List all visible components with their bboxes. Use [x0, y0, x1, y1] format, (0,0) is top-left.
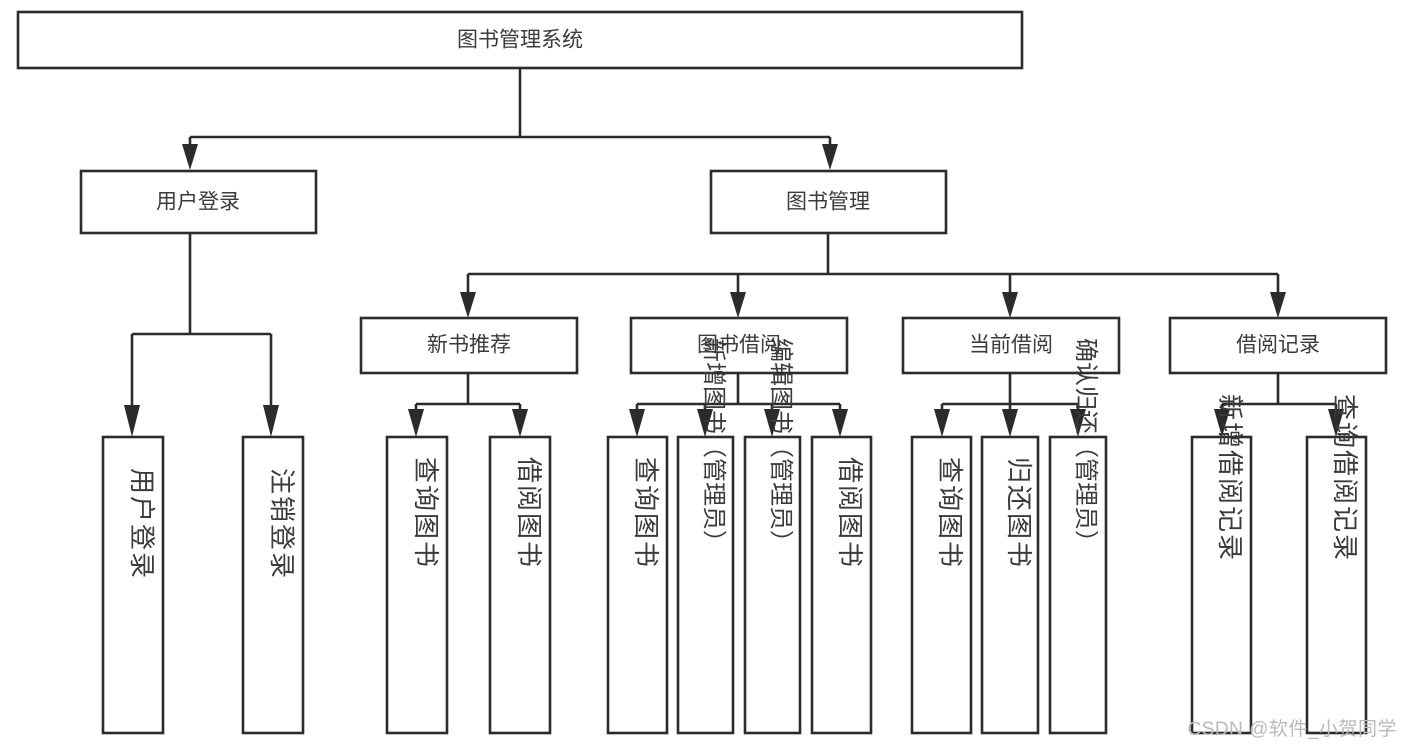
node-leaf-7[interactable]: 编辑图书（管理员） — [743, 338, 802, 735]
node-borrow-record-box[interactable] — [1168, 316, 1388, 375]
node-leaf-11-label: 确认归还（管理员） — [1072, 338, 1099, 554]
node-leaf-4-box[interactable] — [488, 435, 552, 735]
node-borrow-record-label: 借阅记录 — [1236, 334, 1320, 357]
node-user-login-label: 用户登录 — [156, 191, 240, 214]
node-new-book-rec[interactable]: 新书推荐 — [359, 316, 579, 375]
node-new-book-rec-box[interactable] — [359, 316, 579, 375]
arrow-head-leaf-11 — [1070, 409, 1086, 437]
node-book-manage-label: 图书管理 — [786, 191, 870, 214]
node-current-borrow-label: 当前借阅 — [969, 334, 1053, 357]
node-leaf-6-box[interactable] — [676, 435, 735, 735]
node-leaf-4-label: 借阅图书 — [514, 457, 544, 569]
node-leaf-12-label: 新增借阅记录 — [1215, 394, 1245, 562]
node-leaf-5[interactable]: 查询图书 — [606, 435, 669, 735]
node-leaf-1[interactable]: 用户登录 — [101, 435, 165, 735]
node-book-manage-box[interactable] — [709, 169, 948, 235]
arrow-head-leaf-5 — [629, 409, 645, 437]
arrow-head-leaf-7 — [764, 409, 780, 437]
node-leaf-2-box[interactable] — [241, 435, 305, 735]
node-book-manage[interactable]: 图书管理 — [709, 169, 948, 235]
arrow-head-leaf-6 — [697, 409, 713, 437]
node-leaf-9-box[interactable] — [910, 435, 973, 735]
node-leaf-7-box[interactable] — [743, 435, 802, 735]
arrow-head-borrow-record — [1270, 292, 1286, 318]
node-root-box[interactable] — [16, 10, 1024, 70]
node-current-borrow[interactable]: 当前借阅 — [901, 316, 1121, 375]
arrow-head-leaf-3 — [408, 409, 424, 437]
node-leaf-10-label: 归还图书 — [1004, 457, 1034, 569]
edge-group — [124, 69, 1344, 437]
node-leaf-5-box[interactable] — [606, 435, 669, 735]
arrow-head-leaf-2 — [263, 405, 279, 437]
arrow-head-leaf-8 — [832, 409, 848, 437]
node-leaf-5-label: 查询图书 — [631, 457, 661, 569]
node-leaf-12-box[interactable] — [1190, 435, 1253, 735]
node-user-login[interactable]: 用户登录 — [79, 169, 318, 235]
node-user-login-box[interactable] — [79, 169, 318, 235]
arrow-head-leaf-1 — [124, 405, 140, 437]
node-leaf-13-label: 查询借阅记录 — [1330, 394, 1360, 562]
arrow-head-current-borrow — [1002, 292, 1018, 318]
arrow-head-book-manage — [822, 144, 838, 170]
node-leaf-10-box[interactable] — [980, 435, 1040, 735]
node-book-borrow[interactable]: 图书借阅 — [629, 316, 849, 375]
node-leaf-9-label: 查询图书 — [935, 457, 965, 569]
arrow-head-leaf-10 — [1002, 409, 1018, 437]
arrow-head-leaf-13 — [1328, 409, 1344, 437]
node-leaf-9[interactable]: 查询图书 — [910, 435, 973, 735]
node-leaf-13[interactable]: 查询借阅记录 — [1305, 394, 1368, 735]
node-leaf-11[interactable]: 确认归还（管理员） — [1048, 338, 1108, 735]
node-book-borrow-label: 图书借阅 — [697, 334, 781, 357]
node-leaf-8[interactable]: 借阅图书 — [810, 435, 873, 735]
node-leaf-3-label: 查询图书 — [411, 457, 441, 569]
node-leaf-2-label: 注销登录 — [267, 468, 297, 580]
arrow-head-user-login — [182, 144, 198, 170]
node-leaf-6-label: 新增图书（管理员） — [700, 338, 727, 554]
node-leaf-1-label: 用户登录 — [127, 468, 157, 580]
node-root-label: 图书管理系统 — [457, 29, 583, 52]
node-leaf-13-box[interactable] — [1305, 435, 1368, 735]
node-book-borrow-box[interactable] — [629, 316, 849, 375]
arrow-head-new-book-rec — [460, 292, 476, 318]
node-leaf-8-box[interactable] — [810, 435, 873, 735]
node-leaf-1-box[interactable] — [101, 435, 165, 735]
arrow-head-book-borrow — [730, 292, 746, 318]
node-new-book-rec-label: 新书推荐 — [427, 334, 511, 357]
node-leaf-3[interactable]: 查询图书 — [385, 435, 449, 735]
node-leaf-8-label: 借阅图书 — [835, 457, 865, 569]
node-leaf-12[interactable]: 新增借阅记录 — [1190, 394, 1253, 735]
node-leaf-6[interactable]: 新增图书（管理员） — [676, 338, 735, 735]
node-leaf-4[interactable]: 借阅图书 — [488, 435, 552, 735]
node-leaf-10[interactable]: 归还图书 — [980, 435, 1040, 735]
node-current-borrow-box[interactable] — [901, 316, 1121, 375]
node-leaf-2[interactable]: 注销登录 — [241, 435, 305, 735]
node-leaf-11-box[interactable] — [1048, 435, 1108, 735]
arrow-head-leaf-12 — [1214, 409, 1230, 437]
node-root[interactable]: 图书管理系统 — [16, 10, 1024, 70]
arrow-head-leaf-9 — [934, 409, 950, 437]
arrow-head-leaf-4 — [512, 409, 528, 437]
node-leaf-7-label: 编辑图书（管理员） — [767, 338, 794, 554]
node-leaf-3-box[interactable] — [385, 435, 449, 735]
node-borrow-record[interactable]: 借阅记录 — [1168, 316, 1388, 375]
